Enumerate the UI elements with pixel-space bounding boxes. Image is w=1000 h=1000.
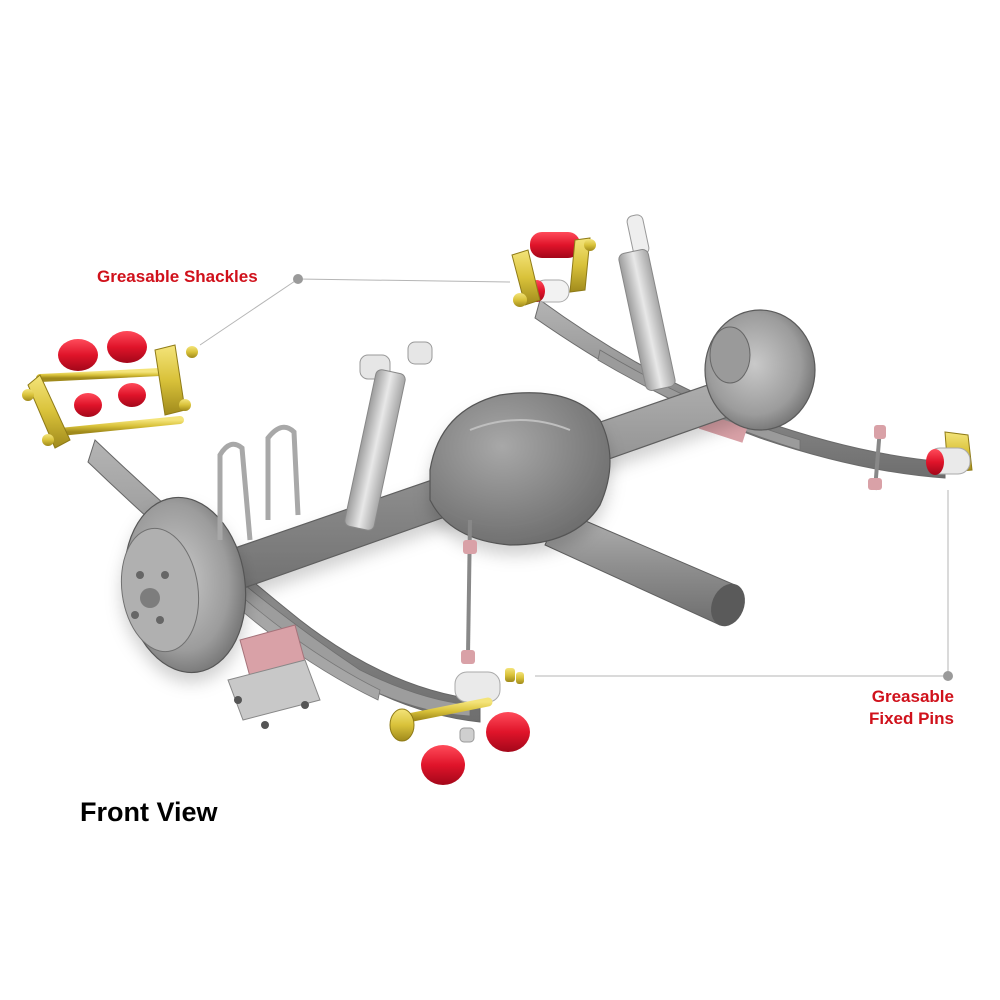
view-title: Front View: [80, 797, 218, 827]
greasable-shackles-label: Greasable Shackles: [97, 267, 258, 286]
fixed-pin-kit-left: [389, 668, 530, 785]
fixed-pin-callout-dot: [943, 671, 953, 681]
left-sway-link: [461, 519, 477, 664]
rear-shackle-kit-right: [511, 232, 596, 307]
u-bolts: [217, 424, 301, 541]
left-spring-plate: [227, 624, 321, 729]
shackle-bushings-right: [529, 232, 580, 303]
callout-leaders: [199, 274, 953, 681]
shackle-callout-dot: [293, 274, 303, 284]
fixed-pin-kit-right: [926, 431, 973, 475]
left-shock-absorber: [344, 341, 433, 531]
rear-shackle-kit-left: [22, 331, 198, 449]
greasable-fixed-pins-label: Greasable Fixed Pins: [869, 686, 954, 730]
right-sway-link: [868, 425, 886, 491]
left-brake-drum: [120, 496, 247, 674]
shackle-hardware-right: [511, 237, 596, 307]
right-shock-absorber: [618, 214, 676, 391]
shackle-bushings-left: [58, 331, 147, 417]
fixed-pins-label-line2: Fixed Pins: [868, 709, 954, 728]
differential-housing: [429, 392, 611, 546]
fixed-pins-label-line1: Greasable: [871, 687, 954, 706]
shackle-hardware-left: [22, 344, 198, 449]
right-brake-drum: [704, 309, 816, 431]
